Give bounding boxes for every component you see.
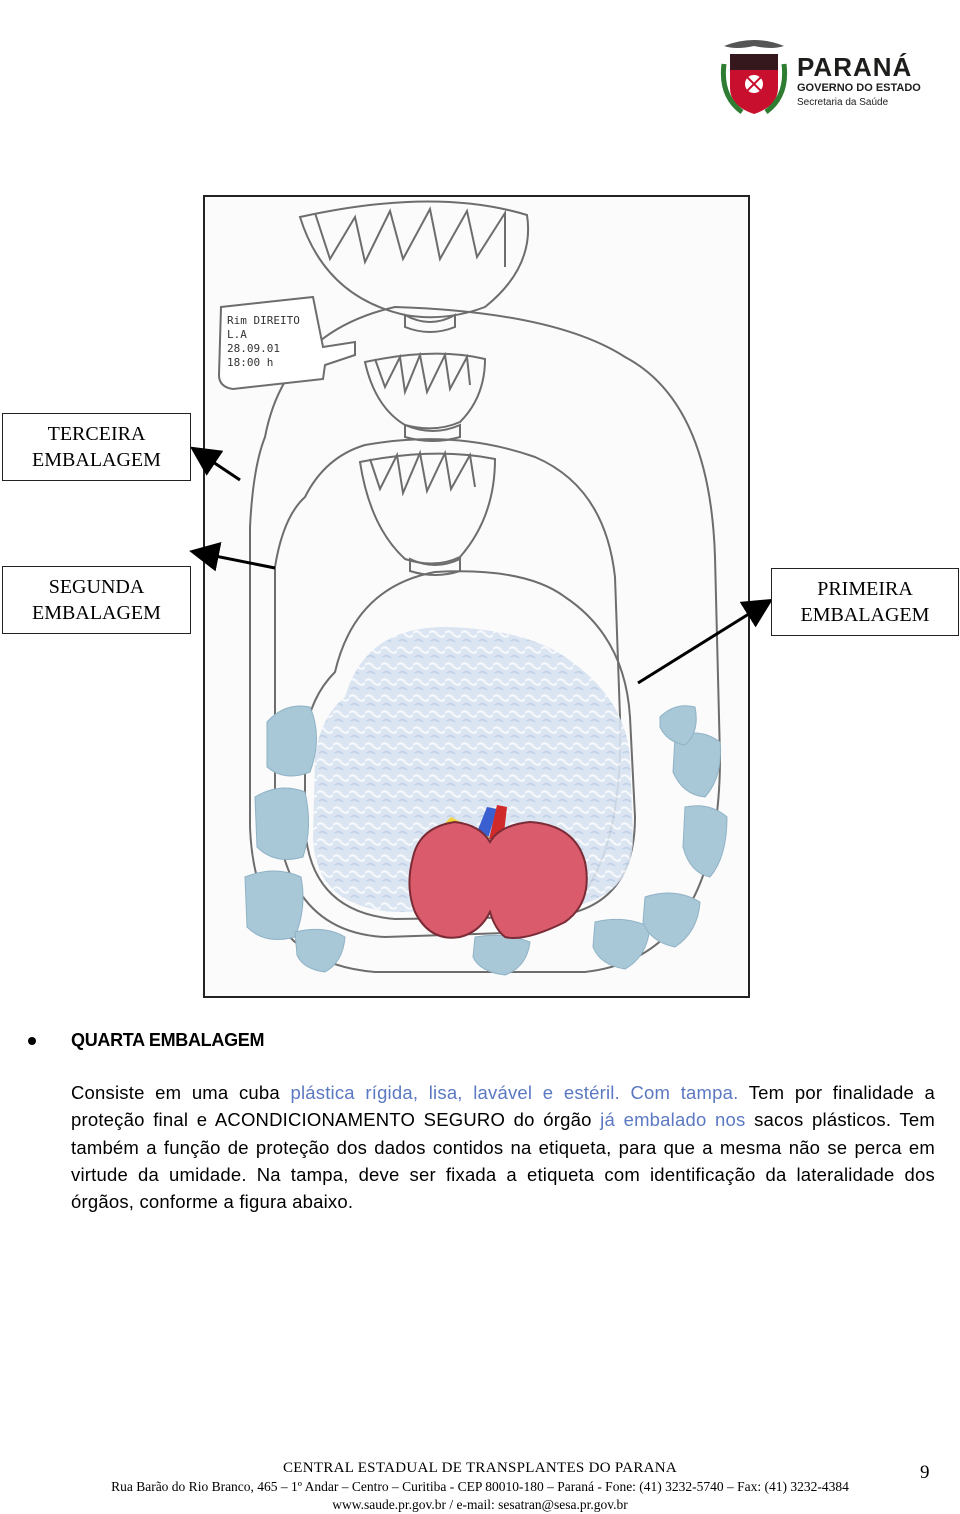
para-text: Consiste em uma cuba <box>71 1082 291 1103</box>
kidney-packaging-drawing: Rim DIREITO L.A 28.09.01 18:00 h <box>217 200 728 976</box>
section-heading: QUARTA EMBALAGEM <box>71 1030 265 1050</box>
footer-web: www.saude.pr.gov.br / e-mail: sesatran@s… <box>332 1497 628 1512</box>
tag-line-2: L.A <box>227 328 247 341</box>
tag-line-1: Rim DIREITO <box>227 314 300 327</box>
label-line: SEGUNDA <box>48 576 145 598</box>
label-line: TERCEIRA <box>47 423 146 445</box>
svg-text:Rim DIREITO L.A 28: Rim DIREITO L.A 28.09.01 18:00 h <box>227 314 306 369</box>
label-line: EMBALAGEM <box>32 449 161 471</box>
label-line: EMBALAGEM <box>800 604 930 626</box>
para-highlight: já embalado nos <box>600 1109 746 1131</box>
parana-government-logo: PARANÁ GOVERNO DO ESTADO Secretaria da S… <box>705 28 930 128</box>
state-coat-of-arms-icon <box>720 40 788 115</box>
logo-subtitle: GOVERNO DO ESTADO <box>797 82 921 94</box>
logo-department: Secretaria da Saúde <box>797 97 889 108</box>
logo-title: PARANÁ <box>797 52 913 82</box>
para-highlight: plástica rígida, lisa, lavável e estéril… <box>290 1082 739 1103</box>
label-third-packaging: TERCEIRA EMBALAGEM <box>2 413 191 481</box>
page-number: 9 <box>920 1462 930 1483</box>
para-text: Tem por finalidade a proteção final e AC… <box>71 1082 936 1131</box>
para-text: sacos plásticos. Tem também a função de … <box>71 1109 935 1213</box>
label-second-packaging: SEGUNDA EMBALAGEM <box>2 566 191 634</box>
footer-organization: CENTRAL ESTADUAL DE TRANSPLANTES DO PARA… <box>282 1460 678 1476</box>
footer-address: Rua Barão do Rio Branco, 465 – 1º Andar … <box>111 1479 849 1494</box>
section-heading-row: QUARTA EMBALAGEM <box>28 1030 938 1051</box>
packaging-illustration: Rim DIREITO L.A 28.09.01 18:00 h <box>203 195 750 998</box>
bullet-icon <box>28 1036 36 1045</box>
body-paragraph: Consiste em uma cuba plástica rígida, li… <box>71 1079 935 1215</box>
tag-line-4: 18:00 h <box>227 356 273 369</box>
label-first-packaging: PRIMEIRA EMBALAGEM <box>771 568 959 636</box>
label-line: EMBALAGEM <box>32 602 161 624</box>
page-footer: CENTRAL ESTADUAL DE TRANSPLANTES DO PARA… <box>0 1458 960 1514</box>
label-line: PRIMEIRA <box>817 578 913 600</box>
tag-line-3: 28.09.01 <box>227 342 280 355</box>
